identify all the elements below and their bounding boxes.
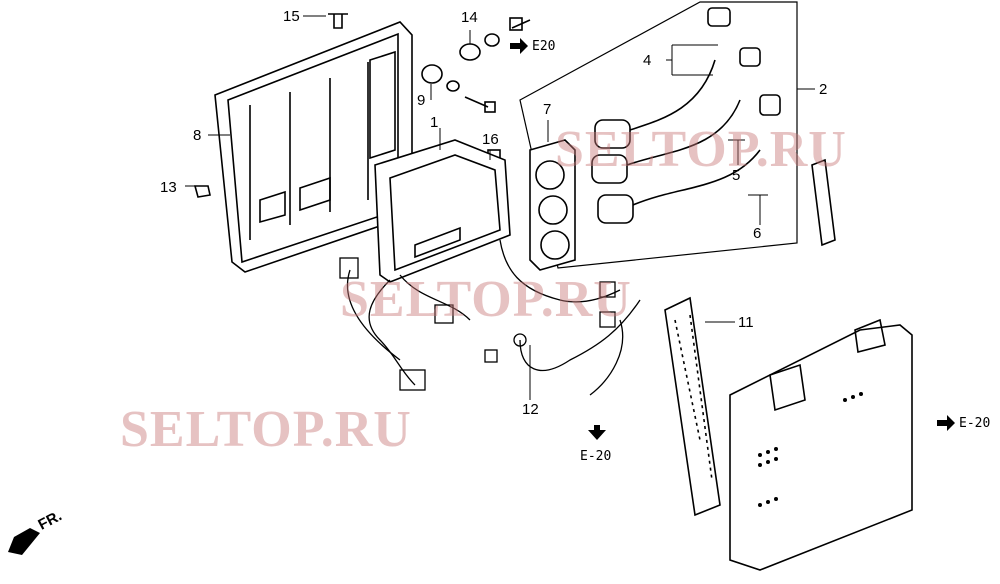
wire-strip	[664, 296, 721, 517]
watermark: SELTOP.RU	[340, 271, 632, 328]
part-label: 8	[193, 127, 202, 144]
control-module	[374, 139, 511, 283]
front-arrow-icon	[8, 528, 40, 555]
arrow-right-icon	[510, 38, 528, 54]
part-label: 4	[643, 52, 652, 69]
part-label: 11	[738, 314, 754, 331]
part-label: 2	[819, 81, 828, 98]
reference-e20: E-20	[580, 449, 612, 464]
arrow-right-icon	[937, 415, 955, 431]
part-label: 7	[543, 101, 552, 118]
part-label: 1	[430, 114, 439, 131]
leader-lines	[185, 15, 815, 400]
ignition-coils	[591, 7, 781, 224]
side-cover	[729, 318, 913, 571]
part-label: 5	[732, 167, 741, 184]
part-label: 6	[753, 225, 762, 242]
clip	[811, 158, 836, 247]
watermark: SELTOP.RU	[120, 401, 412, 458]
part-label: 13	[160, 179, 177, 196]
part-label: 16	[482, 131, 499, 148]
part-label: 14	[461, 9, 478, 26]
arrow-down-icon	[588, 425, 606, 440]
part-label: 12	[522, 401, 539, 418]
coil-bracket	[529, 139, 576, 271]
reference-e20: E20	[532, 39, 556, 54]
wiring-harness	[339, 239, 641, 396]
watermark: SELTOP.RU	[555, 121, 847, 178]
reference-e20: E-20	[959, 416, 991, 431]
grommets	[193, 13, 531, 198]
part-label: 9	[417, 92, 426, 109]
part-label: 15	[283, 8, 300, 25]
